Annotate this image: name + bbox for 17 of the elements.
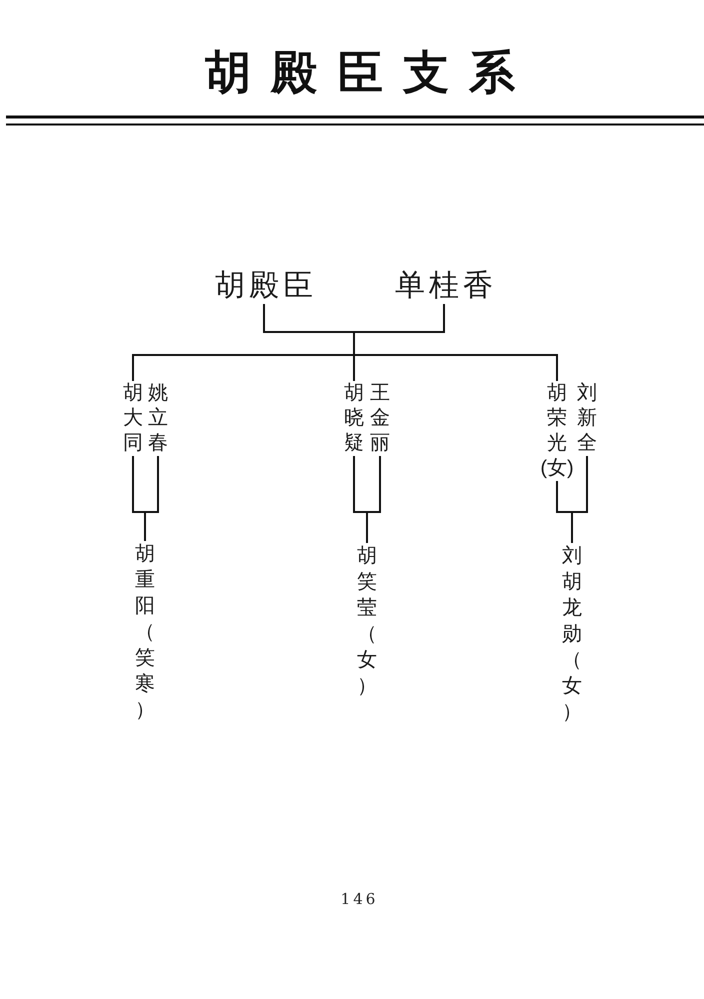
person-name: 刘胡龙勋（女）	[560, 543, 584, 725]
person-name: 胡殿臣	[211, 268, 317, 304]
person-name: 王金丽	[368, 381, 392, 456]
family-line	[353, 304, 558, 381]
page-title: 胡殿臣支系	[204, 44, 535, 100]
family-line	[366, 456, 381, 543]
person-name: 刘新全	[575, 381, 599, 456]
person-name: 胡荣光(女)	[540, 381, 574, 481]
page-number: 146	[340, 890, 378, 908]
person-name: 胡晓疑	[342, 381, 366, 456]
person-name: 姚立春	[146, 381, 170, 456]
person-name: 胡大同	[121, 381, 145, 456]
person-name: 胡笑莹（女）	[355, 543, 379, 699]
person-name: 胡重阳（笑寒）	[133, 541, 157, 723]
family-line	[144, 456, 159, 541]
family-line	[571, 456, 588, 543]
person-name: 单桂香	[391, 268, 497, 304]
